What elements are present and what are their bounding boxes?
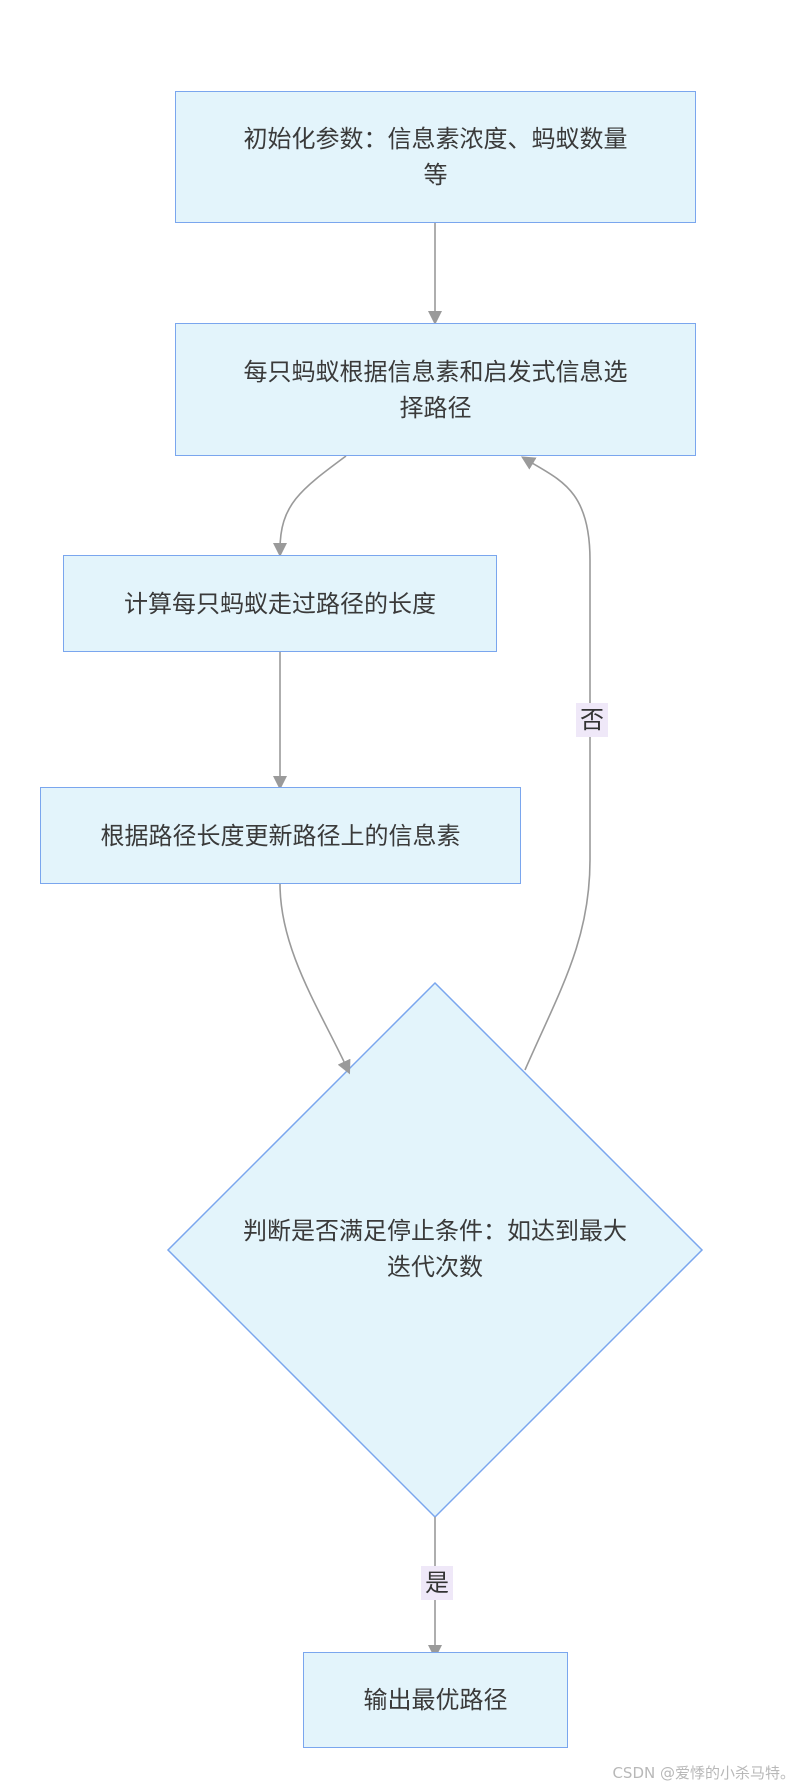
node-compute-length: 计算每只蚂蚁走过路径的长度 (63, 555, 497, 652)
node-update-pheromone-text: 根据路径长度更新路径上的信息素 (100, 821, 461, 850)
edge-decision-to-select-no (521, 456, 591, 1071)
node-select-path-line1: 每只蚂蚁根据信息素和启发式信息选 (243, 357, 628, 386)
edge-update-to-decision (279, 883, 351, 1075)
node-compute-length-text: 计算每只蚂蚁走过路径的长度 (124, 589, 436, 618)
decision-text: 判断是否满足停止条件：如达到最大 迭代次数 (215, 1213, 655, 1285)
node-output-best-path: 输出最优路径 (303, 1652, 568, 1748)
edge-label-no: 否 (576, 703, 608, 737)
node-select-path-line2: 择路径 (399, 393, 472, 422)
node-select-path: 每只蚂蚁根据信息素和启发式信息选 择路径 (175, 323, 696, 456)
node-init-params-line2: 等 (423, 161, 448, 189)
node-update-pheromone: 根据路径长度更新路径上的信息素 (40, 787, 521, 884)
node-output-best-path-text: 输出最优路径 (363, 1686, 508, 1714)
edge-select-to-compute (273, 455, 347, 557)
node-init-params: 初始化参数：信息素浓度、蚂蚁数量 等 (175, 91, 696, 223)
node-init-params-line1: 初始化参数：信息素浓度、蚂蚁数量 (243, 125, 628, 153)
edge-label-yes: 是 (421, 1566, 453, 1600)
decision-text-line1: 判断是否满足停止条件：如达到最大 (243, 1217, 627, 1245)
watermark: CSDN @爱悸的小杀马特。 (612, 1764, 795, 1782)
decision-text-line2: 迭代次数 (387, 1253, 483, 1281)
